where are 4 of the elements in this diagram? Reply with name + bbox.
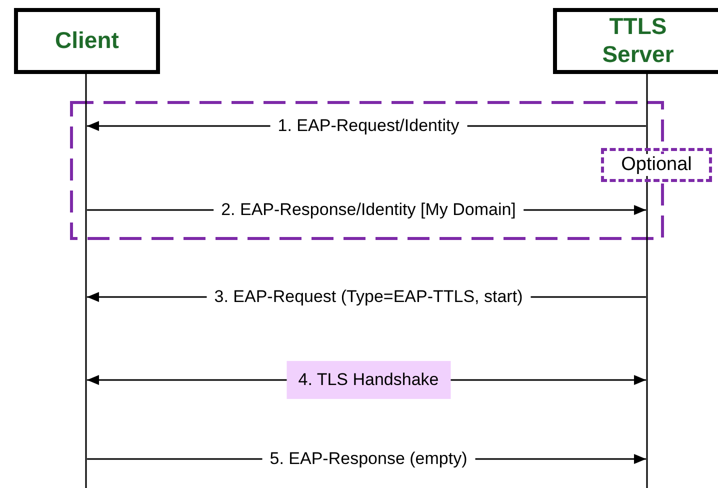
group-label: Optional [621, 154, 692, 176]
participant-name: Client [55, 27, 119, 55]
edge-label: 4. TLS Handshake [286, 360, 451, 400]
participant-name: TTLS Server [601, 13, 675, 69]
